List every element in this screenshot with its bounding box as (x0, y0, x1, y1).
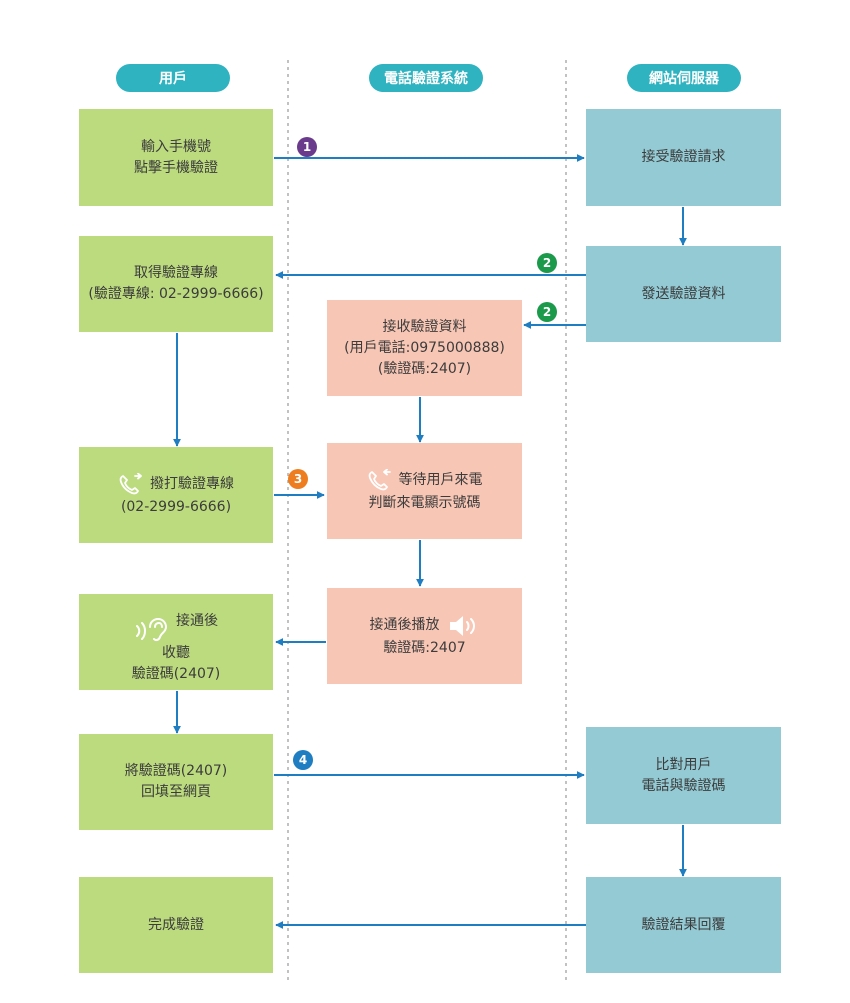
step-badge-2a: 2 (537, 253, 557, 273)
step-receive-data-line3: (驗證碼:2407) (377, 360, 472, 377)
step-badge-3: 3 (288, 469, 308, 489)
step-complete: 完成驗證 (79, 877, 273, 973)
ear-icon (134, 617, 170, 643)
lane-header-server-label: 網站伺服器 (649, 71, 719, 87)
step-listen: 接通後 收聽 驗證碼(2407) (79, 594, 273, 690)
step-complete-label: 完成驗證 (148, 916, 204, 933)
step-send-data: 發送驗證資料 (586, 246, 781, 342)
step-play-code-line2: 驗證碼:2407 (383, 639, 466, 656)
lane-header-server: 網站伺服器 (627, 64, 741, 92)
step-compare-line2: 電話與驗證碼 (641, 777, 726, 794)
step-dial-line-line2: (02-2999-6666) (120, 498, 232, 515)
step-result-reply-label: 驗證結果回覆 (641, 916, 726, 933)
step-play-code: 接通後播放 驗證碼:2407 (327, 588, 522, 684)
step-input-phone-line2: 點擊手機驗證 (134, 159, 218, 176)
step-accept-request: 接受驗證請求 (586, 109, 781, 206)
step-badge-1: 1 (297, 137, 317, 157)
step-input-phone: 輸入手機號 點擊手機驗證 (79, 109, 273, 206)
step-listen-line1: 接通後 (176, 612, 218, 629)
step-dial-line-line1: 撥打驗證專線 (150, 476, 234, 492)
step-get-line: 取得驗證專線 (驗證專線: 02-2999-6666) (79, 236, 273, 332)
speaker-icon (448, 614, 480, 638)
step-fill-code: 將驗證碼(2407) 回填至網頁 (79, 734, 273, 830)
step-badge-2b: 2 (537, 302, 557, 322)
step-badge-4: 4 (293, 750, 313, 770)
step-wait-call: 等待用戶來電 判斷來電顯示號碼 (327, 443, 522, 539)
step-wait-call-line2: 判斷來電顯示號碼 (368, 494, 481, 511)
step-listen-line3: 驗證碼(2407) (131, 666, 221, 682)
step-receive-data: 接收驗證資料 (用戶電話:0975000888) (驗證碼:2407) (327, 300, 522, 396)
step-accept-request-label: 接受驗證請求 (641, 149, 726, 165)
step-result-reply: 驗證結果回覆 (586, 877, 781, 973)
step-receive-data-line1: 接收驗證資料 (382, 318, 467, 335)
lane-header-user: 用戶 (116, 64, 230, 92)
step-compare-line1: 比對用戶 (655, 756, 712, 773)
step-compare: 比對用戶 電話與驗證碼 (586, 727, 781, 824)
step-play-code-line1: 接通後播放 (369, 617, 440, 633)
lane-header-user-label: 用戶 (159, 71, 187, 87)
step-dial-line: 撥打驗證專線 (02-2999-6666) (79, 447, 273, 543)
phone-call-icon (367, 468, 393, 493)
step-get-line-line2: (驗證專線: 02-2999-6666) (88, 286, 264, 302)
step-wait-call-line1: 等待用戶來電 (398, 472, 483, 488)
step-fill-code-line1: 將驗證碼(2407) (124, 763, 228, 779)
phone-call-icon (118, 472, 144, 497)
step-listen-line2: 收聽 (162, 645, 190, 661)
step-get-line-line1: 取得驗證專線 (134, 265, 218, 281)
step-input-phone-line1: 輸入手機號 (141, 138, 211, 155)
lane-header-system: 電話驗證系統 (369, 64, 483, 92)
step-send-data-label: 發送驗證資料 (641, 285, 726, 302)
step-receive-data-line2: (用戶電話:0975000888) (344, 339, 505, 356)
lane-header-system-label: 電話驗證系統 (384, 71, 468, 87)
step-fill-code-line2: 回填至網頁 (141, 784, 211, 800)
